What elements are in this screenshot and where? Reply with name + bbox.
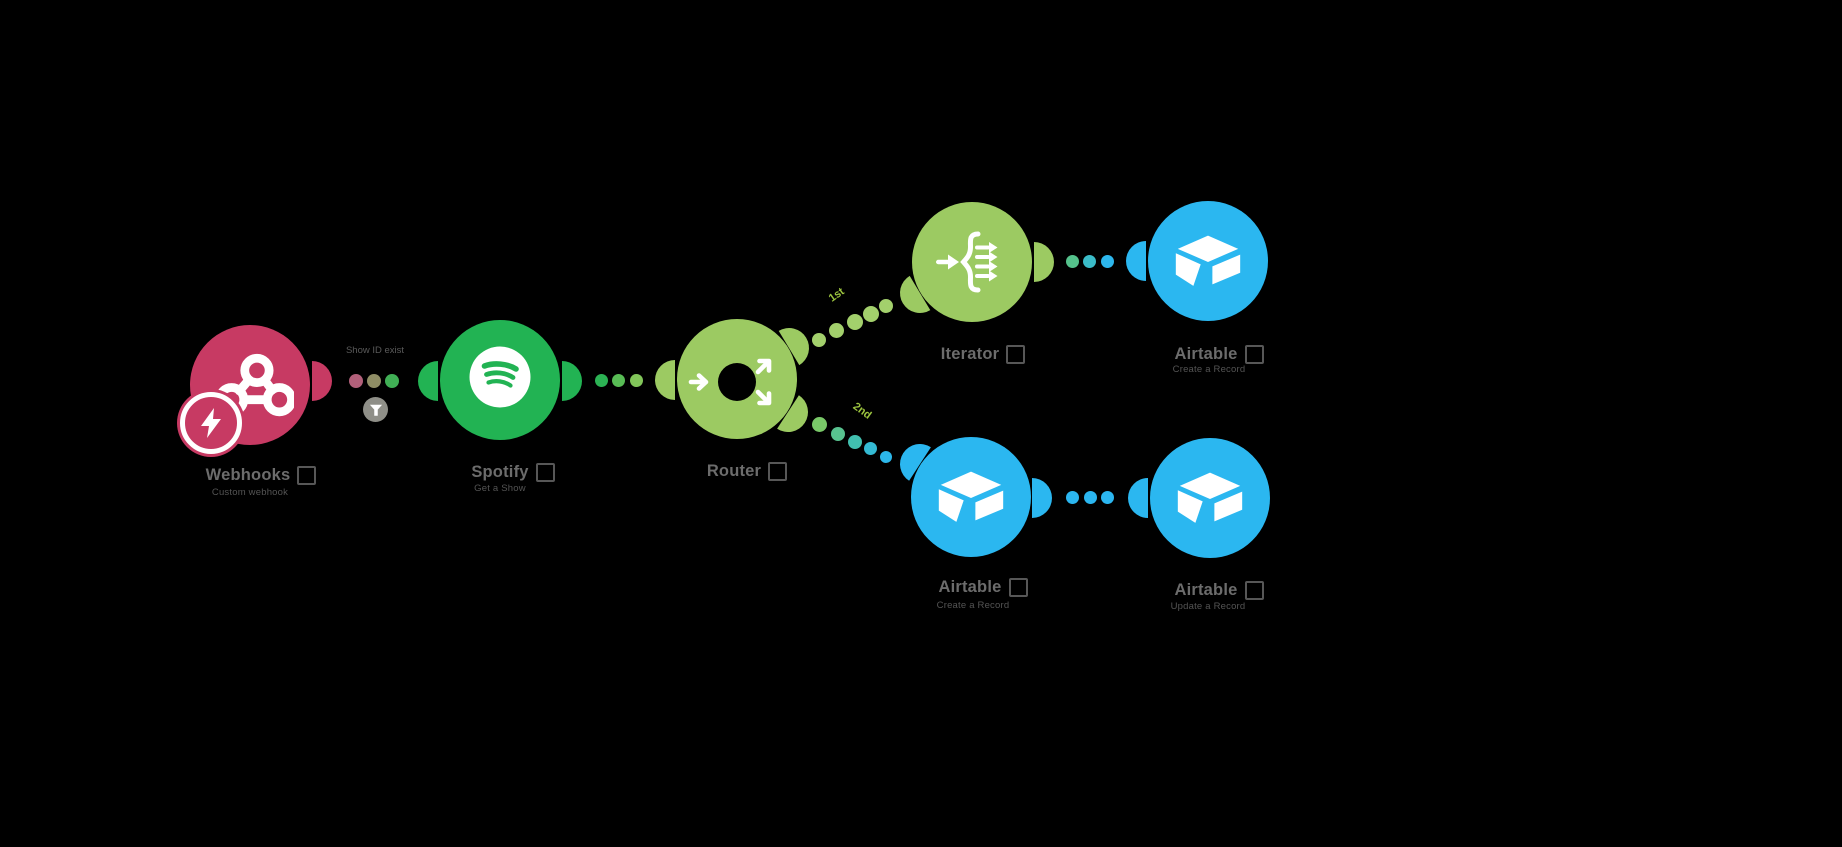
airtable3-input-port xyxy=(1128,478,1148,518)
connection-dot xyxy=(812,417,827,432)
connection-dot xyxy=(829,323,844,338)
connection-dot xyxy=(880,451,892,463)
router-hole xyxy=(718,363,756,401)
airtable-icon xyxy=(1175,235,1241,286)
connection-dot xyxy=(1101,255,1114,268)
connection-dot xyxy=(864,442,877,455)
airtable-icon xyxy=(938,471,1004,522)
spotify-input-port xyxy=(418,361,438,401)
connection-dot xyxy=(612,374,625,387)
airtable-create-1-label: Airtable xyxy=(1174,344,1238,363)
airtable-create-2-module[interactable] xyxy=(911,437,1031,557)
connection-dot xyxy=(847,314,863,330)
iterator-label: Iterator xyxy=(940,344,1000,363)
connection-dot xyxy=(812,333,826,347)
spotify-module[interactable] xyxy=(440,320,560,440)
airtable-create-1-checkbox[interactable] xyxy=(1244,344,1264,364)
connection-dot xyxy=(367,374,381,388)
airtable1-input-port xyxy=(1126,241,1146,281)
lightning-icon xyxy=(201,408,221,438)
funnel-icon xyxy=(369,404,382,416)
spotify-output-port xyxy=(562,361,582,401)
spotify-icon xyxy=(469,346,531,408)
airtable2-output-port xyxy=(1032,478,1052,518)
connection-dot xyxy=(879,299,893,313)
spotify-checkbox[interactable] xyxy=(535,462,555,482)
airtable-create-2-checkbox[interactable] xyxy=(1008,577,1028,597)
connection-dot xyxy=(863,306,879,322)
iterator-output-port xyxy=(1034,242,1054,282)
connection-dot xyxy=(349,374,363,388)
filter-label: Show ID exist xyxy=(345,345,405,356)
connection-dot xyxy=(1083,255,1096,268)
connection-dot xyxy=(848,435,862,449)
airtable-update-subtitle: Update a Record xyxy=(1170,601,1246,612)
airtable-create-1-module[interactable] xyxy=(1148,201,1268,321)
router-label: Router xyxy=(706,461,762,480)
route-2-label: 2nd xyxy=(850,400,874,422)
webhooks-output-port xyxy=(312,361,332,401)
connection-dot xyxy=(595,374,608,387)
webhooks-subtitle: Custom webhook xyxy=(211,487,289,498)
airtable-create-2-subtitle: Create a Record xyxy=(936,600,1010,611)
webhooks-label: Webhooks xyxy=(205,465,291,484)
router-checkbox[interactable] xyxy=(768,461,788,481)
spotify-subtitle: Get a Show xyxy=(474,483,526,494)
airtable-create-2-label: Airtable xyxy=(938,577,1002,596)
webhooks-checkbox[interactable] xyxy=(297,465,317,485)
airtable-create-1-subtitle: Create a Record xyxy=(1172,364,1246,375)
airtable-update-checkbox[interactable] xyxy=(1244,580,1264,600)
connection-dot xyxy=(1066,255,1079,268)
connection-dot xyxy=(831,427,845,441)
iterator-checkbox[interactable] xyxy=(1006,344,1026,364)
router-icon xyxy=(688,358,772,406)
filter-button[interactable] xyxy=(363,397,388,422)
route-1-label: 1st xyxy=(826,285,847,305)
connection-dot xyxy=(385,374,399,388)
spotify-label: Spotify xyxy=(471,462,529,481)
airtable-icon xyxy=(1177,472,1243,523)
instant-trigger-badge xyxy=(180,392,242,454)
connection-dot xyxy=(630,374,643,387)
airtable-update-label: Airtable xyxy=(1174,580,1238,599)
router-input-port xyxy=(655,360,675,400)
connection-dot xyxy=(1084,491,1097,504)
connection-dot xyxy=(1101,491,1114,504)
airtable-update-module[interactable] xyxy=(1150,438,1270,558)
connection-dot xyxy=(1066,491,1079,504)
iterator-module[interactable] xyxy=(912,202,1032,322)
iterator-icon xyxy=(936,231,998,293)
